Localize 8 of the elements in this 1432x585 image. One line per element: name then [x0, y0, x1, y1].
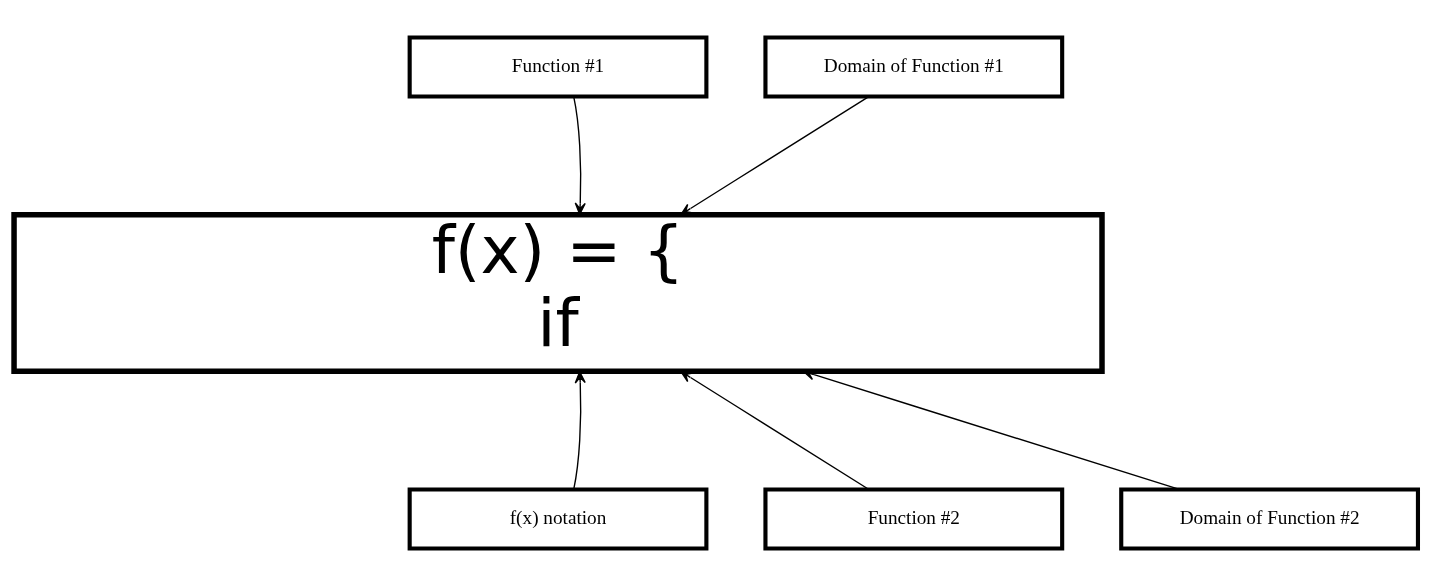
arrow — [573, 95, 586, 215]
node-box: f(x) notation — [407, 486, 709, 551]
node-box: f(x) = { if — [11, 211, 1105, 374]
arrow — [680, 95, 870, 215]
node-box: Function #1 — [407, 34, 709, 99]
node-box: Function #2 — [763, 486, 1065, 551]
node-box: Domain of Function #2 — [1119, 486, 1420, 551]
node-box: Domain of Function #1 — [763, 34, 1065, 99]
